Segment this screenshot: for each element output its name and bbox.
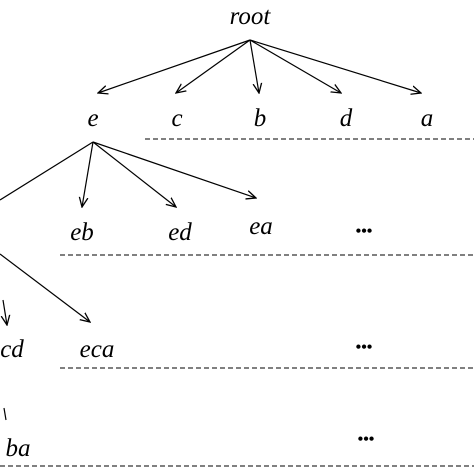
edge-ecd-eba-stub: [3, 407, 7, 421]
node-b: b: [254, 105, 267, 132]
node-ecd: cd: [0, 336, 24, 363]
node-eca: eca: [80, 336, 115, 363]
edge-root-b: [249, 39, 259, 93]
node-ed: ed: [168, 219, 192, 246]
edge-ec-eca: [0, 253, 90, 322]
node-a: a: [421, 105, 434, 132]
node-c: c: [171, 105, 182, 132]
edge-root-d: [249, 39, 341, 93]
node-eba: ba: [6, 435, 31, 462]
node-d: d: [340, 105, 353, 132]
edge-root-c: [176, 39, 251, 93]
ellipsis-level-4: •••: [358, 431, 375, 448]
node-eb: eb: [70, 219, 94, 246]
edge-root-a: [249, 39, 421, 93]
ellipsis-level-2: •••: [356, 223, 373, 240]
ellipsis-level-3: •••: [356, 339, 373, 356]
root-edges: [98, 39, 421, 93]
edge-e-ed: [92, 141, 176, 207]
edge-e-ea: [92, 141, 256, 198]
node-root: root: [230, 3, 272, 30]
edge-e-eb: [82, 141, 94, 207]
node-labels: root e c b d a eb ed ea cd eca ba: [0, 3, 433, 462]
edge-root-e: [98, 39, 251, 93]
edge-ec-ecd: [3, 299, 7, 325]
ec-edges: [0, 253, 90, 421]
ellipsis-markers: ••• ••• •••: [356, 223, 375, 448]
level-separators: [0, 138, 474, 467]
edge-e-ec: [0, 141, 94, 201]
node-ea: ea: [249, 213, 273, 240]
node-e: e: [87, 105, 98, 132]
e-edges: [0, 141, 256, 207]
